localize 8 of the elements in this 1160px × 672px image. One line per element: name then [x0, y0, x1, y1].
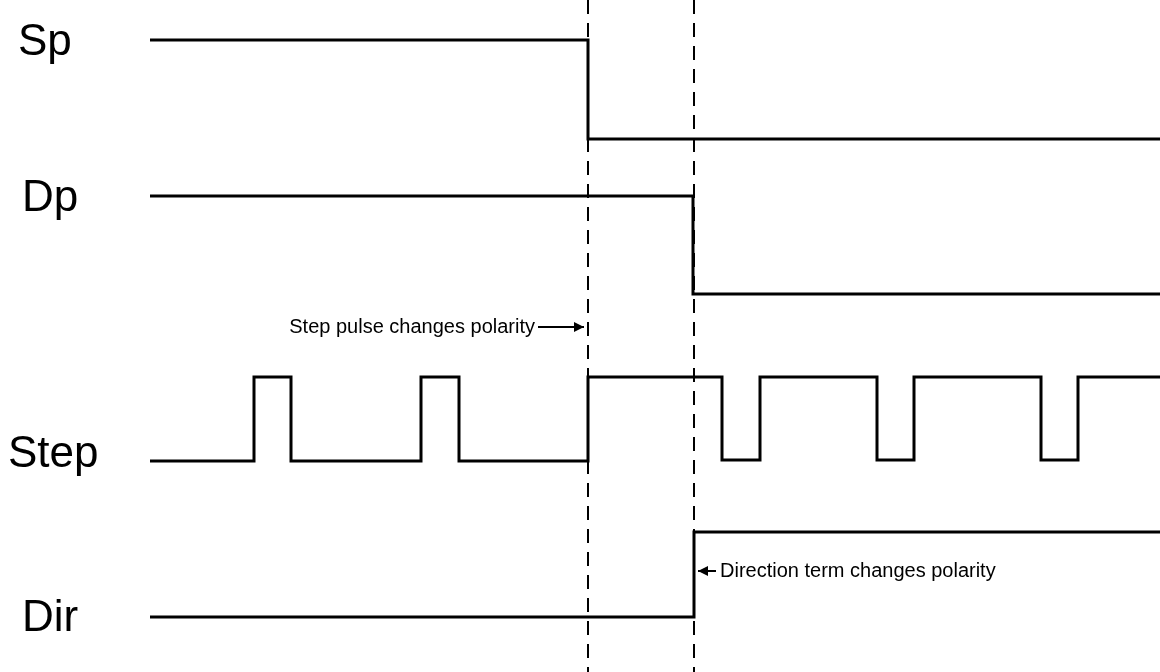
signal-name: Sp [18, 18, 72, 62]
signal-name: Dp [22, 174, 79, 218]
signal-name: Dir [22, 594, 79, 638]
annotation-text: Direction term changes polarity [720, 560, 996, 580]
leader-arrow [697, 566, 717, 576]
signal-name: Step [8, 430, 99, 474]
leader-arrow [537, 322, 585, 332]
annotation-text: Step pulse changes polarity [289, 316, 535, 336]
